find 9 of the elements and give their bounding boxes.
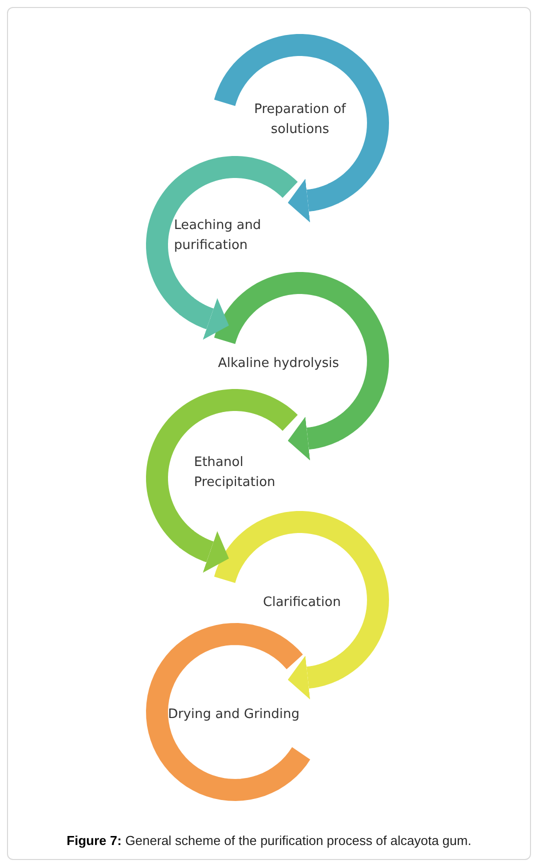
arrow [176,295,229,340]
step-label: Leaching and purification [174,217,262,255]
step-label: Alkaline hydrolysis [218,355,340,373]
arrow [176,528,229,573]
figure-caption: Figure 7: General scheme of the purification process of alcayota gum. [66,833,472,848]
step-label: Clarification [263,594,342,612]
step-label: Preparation of solutions [253,101,348,139]
step-label: Drying and Grinding [168,706,300,724]
step-label: Ethanol Precipitation [194,454,276,492]
